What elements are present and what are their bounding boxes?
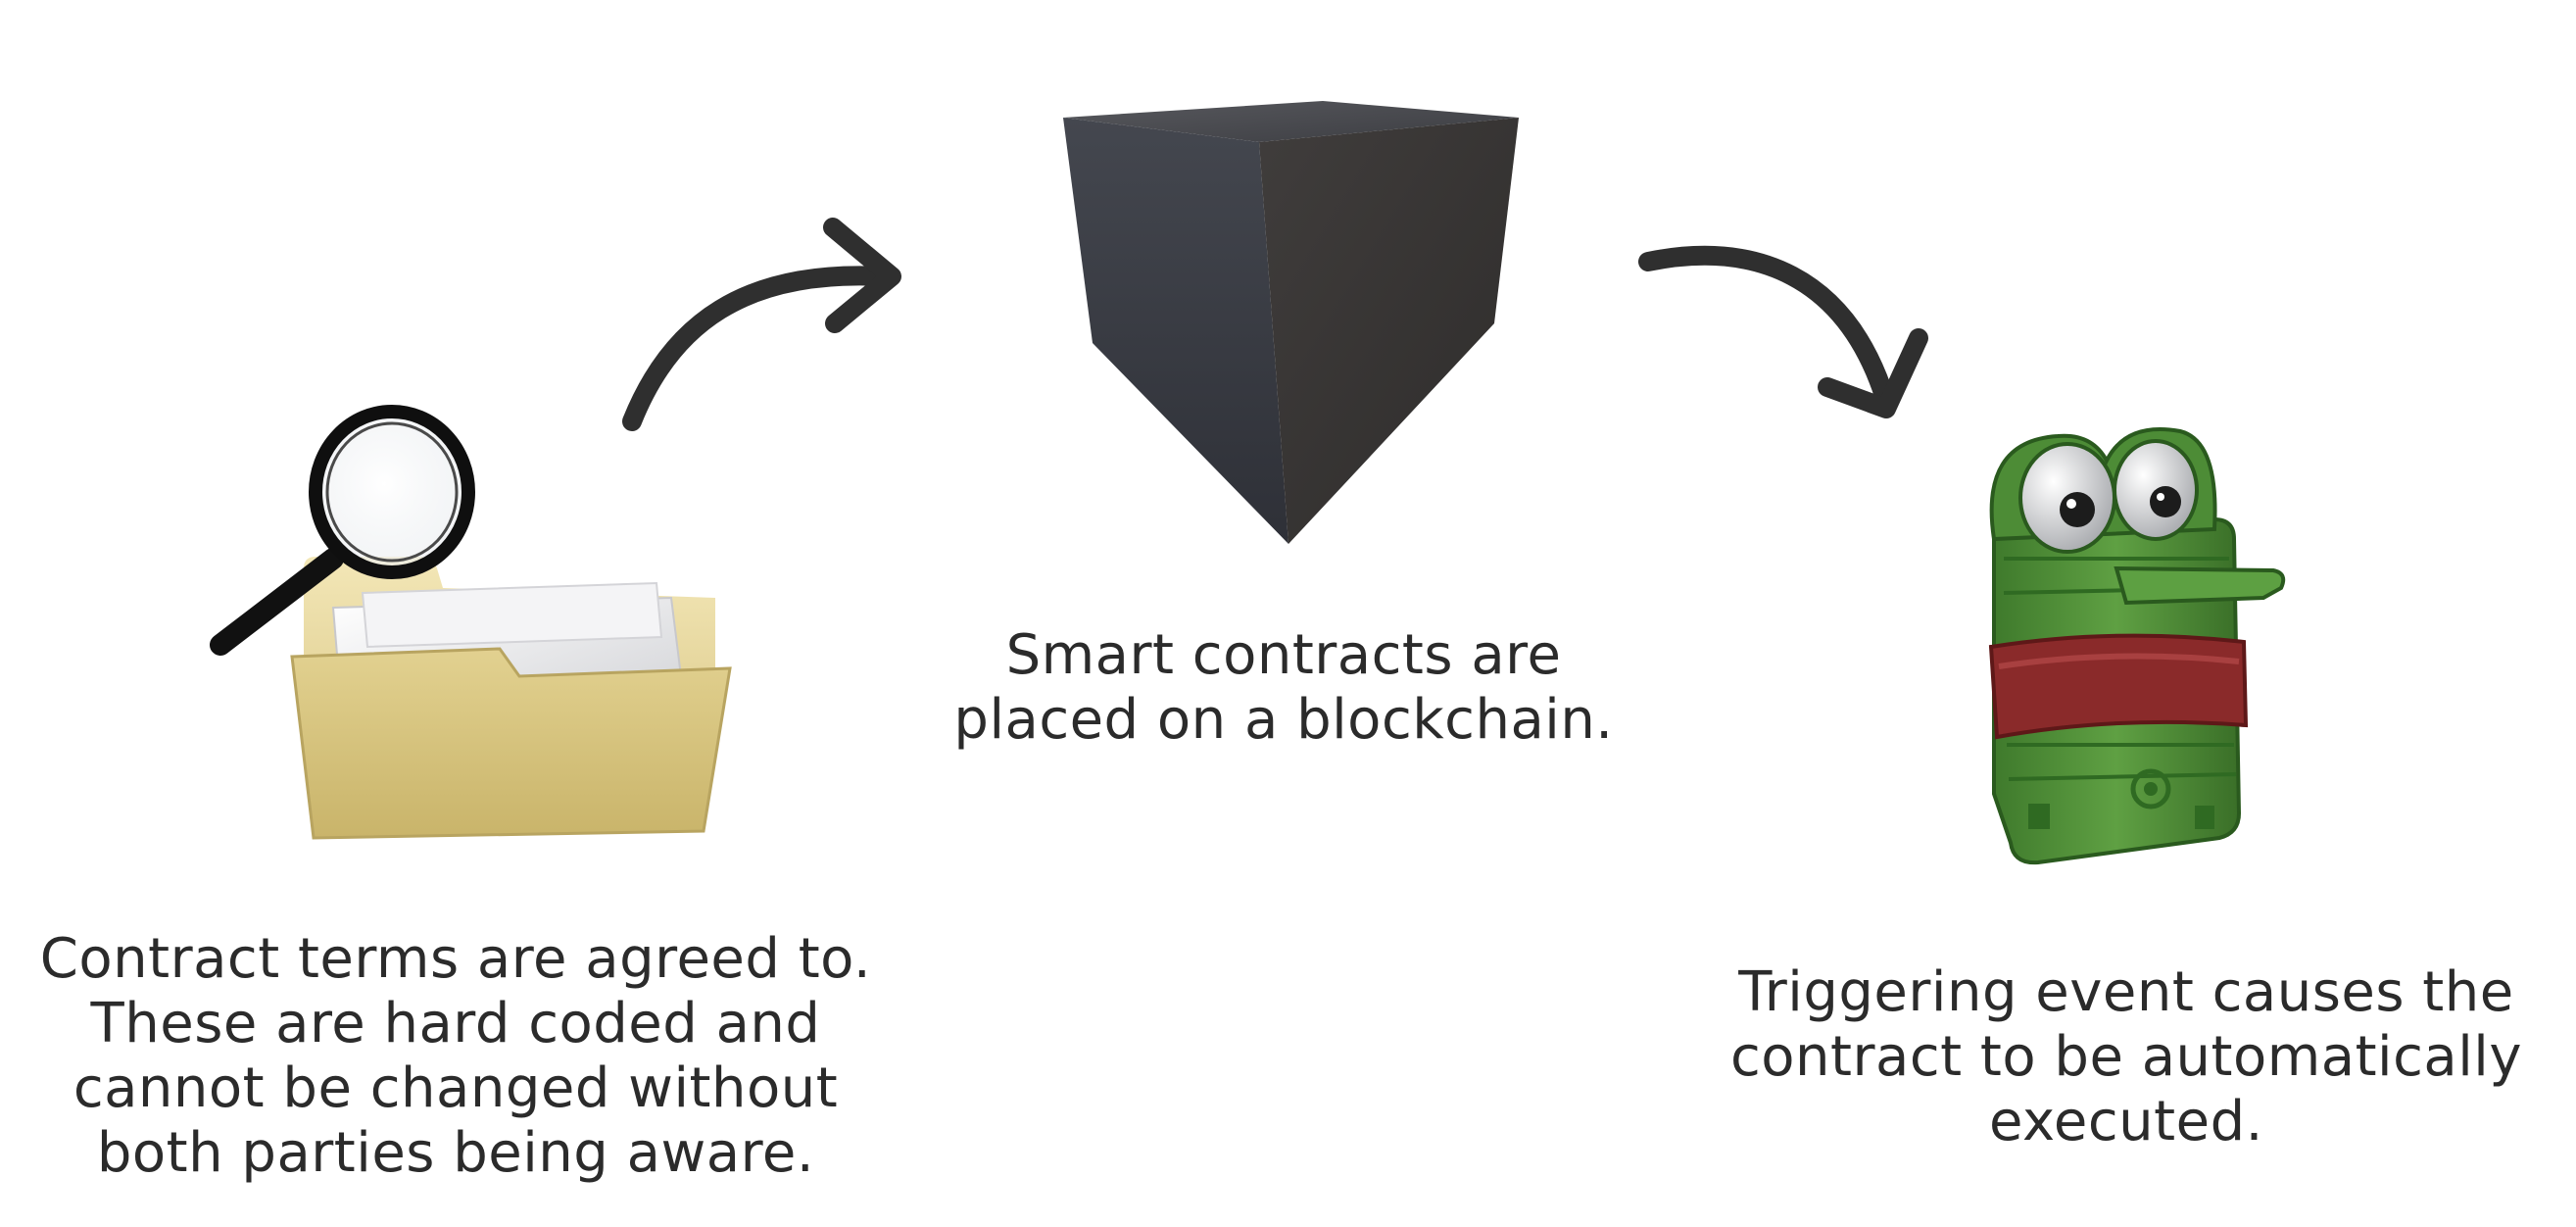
step-2-caption: Smart contracts are placed on a blockcha… bbox=[872, 623, 1695, 753]
caption-line: Smart contracts are bbox=[1005, 623, 1562, 687]
blockchain-cube-icon bbox=[1063, 101, 1519, 544]
curved-arrow-icon bbox=[622, 218, 901, 431]
step-1-caption: Contract terms are agreed to. These are … bbox=[20, 927, 892, 1186]
money-stack-character-icon bbox=[1988, 427, 2286, 865]
caption-line: Triggering event causes the bbox=[1738, 960, 2514, 1024]
caption-line: executed. bbox=[1989, 1090, 2263, 1153]
curved-arrow-icon bbox=[1638, 245, 1928, 418]
caption-line: cannot be changed without bbox=[73, 1056, 839, 1120]
caption-line: contract to be automatically bbox=[1730, 1025, 2522, 1089]
caption-line: Contract terms are agreed to. bbox=[39, 927, 872, 991]
folder-magnifier-icon bbox=[210, 405, 732, 840]
caption-line: both parties being aware. bbox=[96, 1121, 815, 1185]
caption-line: These are hard coded and bbox=[90, 992, 821, 1055]
caption-line: placed on a blockchain. bbox=[953, 688, 1614, 752]
step-3-caption: Triggering event causes the contract to … bbox=[1685, 960, 2567, 1154]
